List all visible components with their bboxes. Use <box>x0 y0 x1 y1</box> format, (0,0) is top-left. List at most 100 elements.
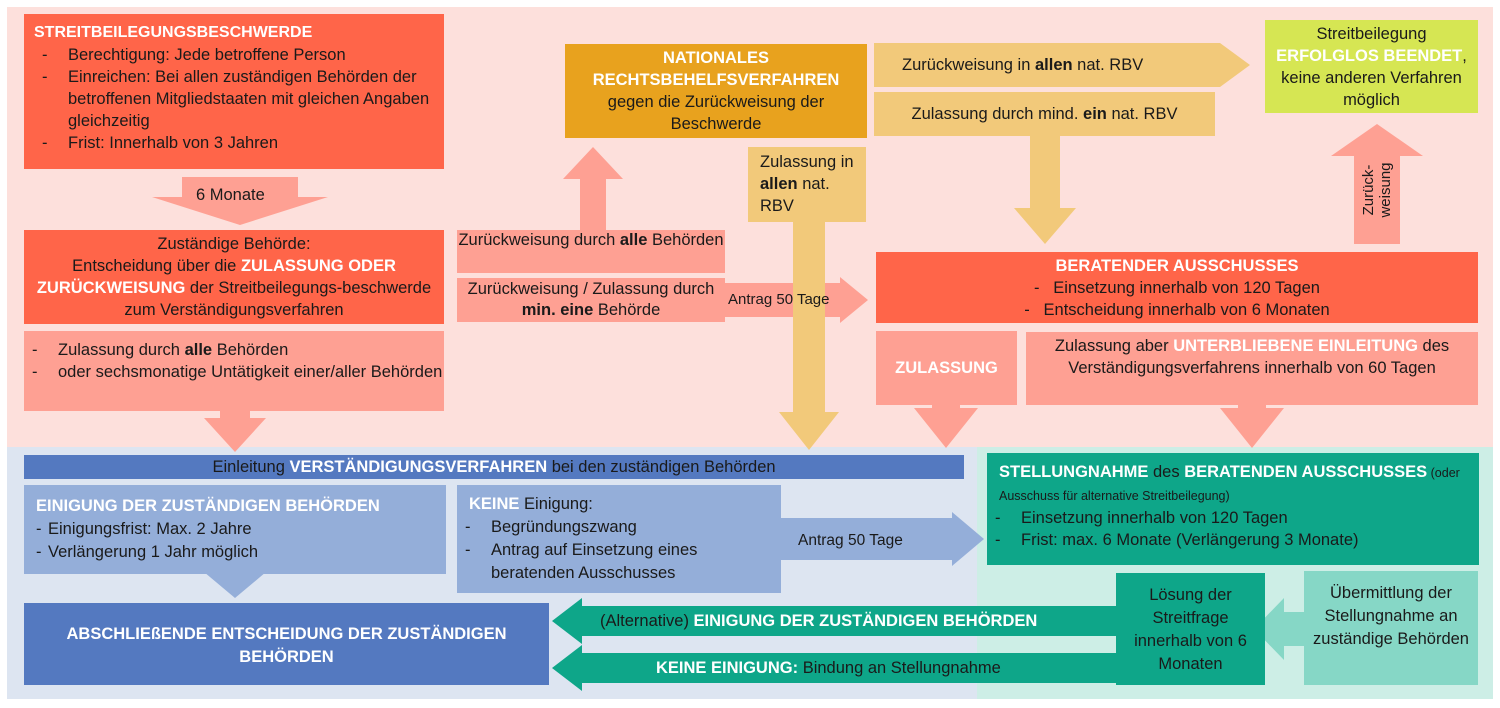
arrow-rejection-up <box>1331 124 1423 244</box>
arrow-antrag-50-days-top-label: Antrag 50 Tage <box>728 291 830 308</box>
admission-all-item: Zulassung durch alle Behörden <box>24 339 444 361</box>
arrow-rejection-up-label: Zurück-weisung <box>1360 162 1394 218</box>
authority-decision-highlight: ZULASSUNG ODER ZURÜCKWEISUNG <box>36 257 396 297</box>
arrow-agreement-down <box>204 572 266 598</box>
arrow-no-agreement-binding <box>552 645 1120 691</box>
transmission-box: Übermittlung der Stellungnahme an zustän… <box>1304 571 1478 685</box>
authority-decision-box: Zuständige Behörde: Entscheidung über di… <box>24 230 444 324</box>
arrow-up-to-national-remedy <box>563 147 623 233</box>
advisory-opinion-list: Einsetzung innerhalb von 120 Tagen Frist… <box>987 507 1467 551</box>
text: bei den zuständigen Behörden <box>547 458 776 476</box>
mutual-agreement-highlight: VERSTÄNDIGUNGSVERFAHREN <box>289 458 548 476</box>
text: Zurückweisung / Zulassung durch <box>467 280 715 298</box>
national-remedy-box: NATIONALES RECHTSBEHELFSVERFAHREN gegen … <box>565 44 867 138</box>
arrow-admission-down <box>914 402 978 448</box>
text: Einsetzung innerhalb von 120 Tagen <box>1053 279 1320 297</box>
text: Einigung: <box>519 495 593 513</box>
text: des Verständigungsverfahrens innerhalb v… <box>1068 337 1450 377</box>
advisory-opinion-title: STELLUNGNAHME des BERATENDEN AUSSCHUSSES… <box>999 461 1467 507</box>
complaint-list: Berechtigung: Jede betroffene Person Ein… <box>34 44 434 154</box>
complaint-item: Frist: Innerhalb von 3 Jahren <box>34 132 434 154</box>
advisory-committee-box: BERATENDER AUSSCHUSSES - Einsetzung inne… <box>876 252 1478 323</box>
text-bold: ein <box>1083 105 1107 123</box>
text: Bindung an Stellungnahme <box>798 659 1001 677</box>
arrow-alternative-agreement-label: (Alternative) EINIGUNG DER ZUSTÄNDIGEN B… <box>600 610 1037 632</box>
no-agreement-item: Antrag auf Einsetzung eines beratenden A… <box>457 539 769 585</box>
opinion-note: (oder Ausschuss für alternative Streitbe… <box>999 466 1460 503</box>
arrow-rejection-all-rbv <box>874 43 1250 87</box>
text: Behörden <box>647 231 724 249</box>
complaint-item: Berechtigung: Jede betroffene Person <box>34 44 434 66</box>
no-agreement-highlight: KEINE <box>469 495 520 513</box>
arrow-antrag-50-days-bottom <box>780 512 984 566</box>
text-bold: alle <box>184 341 213 359</box>
no-agreement-binding-highlight: KEINE EINIGUNG: <box>656 659 799 677</box>
unsuccessful-end-box: Streitbeilegung ERFOLGLOS BEENDET, keine… <box>1265 20 1478 113</box>
no-agreement-list: Begründungszwang Antrag auf Einsetzung e… <box>457 516 769 585</box>
no-initiation-highlight: UNTERBLIEBENE EINLEITUNG <box>1173 337 1418 355</box>
text: Zulassung aber <box>1054 337 1174 355</box>
text: Zulassung durch <box>58 341 185 359</box>
authority-decision-heading: Zuständige Behörde: <box>157 235 311 253</box>
text: nat. RBV <box>1106 105 1178 123</box>
arrow-6-months-label: 6 Monate <box>196 186 265 204</box>
agreement-title: EINIGUNG DER ZUSTÄNDIGEN BEHÖRDEN <box>36 497 380 515</box>
text: des <box>1148 463 1185 481</box>
arrow-alternative-agreement <box>552 598 1120 644</box>
admission-all-rbv-box: Zulassung in allen nat. RBV <box>748 147 866 222</box>
text: , keine anderen Verfahren möglich <box>1281 47 1467 109</box>
arrow-6-months <box>152 177 328 225</box>
agreement-item: Verlängerung 1 Jahr möglich <box>36 541 434 564</box>
agreement-item: Einigungsfrist: Max. 2 Jahre <box>36 518 434 541</box>
no-agreement-box: KEINE Einigung: Begründungszwang Antrag … <box>457 485 781 593</box>
admission-box: ZULASSUNG <box>876 331 1017 405</box>
text-bold: allen <box>760 175 798 193</box>
final-decision-box: ABSCHLIEßENDE ENTSCHEIDUNG DER ZUSTÄNDIG… <box>24 603 549 685</box>
advisory-committee-title: BERATENDER AUSSCHUSSES <box>1055 257 1299 275</box>
agreement-list: Einigungsfrist: Max. 2 Jahre Verlängerun… <box>36 518 434 564</box>
text: Behörden <box>212 341 289 359</box>
text: nat. RBV <box>1072 56 1144 74</box>
authority-decision-text: Entscheidung über die <box>72 257 241 275</box>
rejection-all-box: Zurückweisung durch alle Behörden <box>457 230 725 273</box>
text: Zulassung in <box>760 153 854 171</box>
text: Behörde <box>593 301 661 319</box>
text-bold: allen <box>1034 56 1073 74</box>
mutual-agreement-initiation-bar: Einleitung VERSTÄNDIGUNGSVERFAHREN bei d… <box>24 455 964 479</box>
alt-agreement-highlight: EINIGUNG DER ZUSTÄNDIGEN BEHÖRDEN <box>693 612 1038 630</box>
rejection-all-rbv-label: Zurückweisung in allen nat. RBV <box>902 54 1143 76</box>
text: Einleitung <box>212 458 290 476</box>
advisory-opinion-item: Einsetzung innerhalb von 120 Tagen <box>987 507 1467 529</box>
text: nat. RBV <box>760 175 830 215</box>
unsuccessful-highlight: ERFOLGLOS BEENDET <box>1276 47 1463 65</box>
text: Zulassung durch mind. <box>911 105 1084 123</box>
complaint-item: Einreichen: Bei allen zuständigen Behörd… <box>34 66 434 132</box>
agreement-box: EINIGUNG DER ZUSTÄNDIGEN BEHÖRDEN Einigu… <box>24 485 446 574</box>
opinion-highlight: STELLUNGNAHME <box>999 463 1149 481</box>
arrow-antrag-50-days-bottom-label: Antrag 50 Tage <box>798 532 903 549</box>
advisory-opinion-box: STELLUNGNAHME des BERATENDEN AUSSCHUSSES… <box>987 453 1479 565</box>
arrow-admission-one-rbv-down <box>1014 132 1076 244</box>
arrow-no-agreement-label: KEINE EINIGUNG: Bindung an Stellungnahme <box>656 657 1001 679</box>
advisory-committee-item: - Einsetzung innerhalb von 120 Tagen <box>1034 279 1320 297</box>
opinion-highlight: BERATENDEN AUSSCHUSSES <box>1184 463 1428 481</box>
national-remedy-subtitle: gegen die Zurückweisung der Beschwerde <box>607 93 825 133</box>
national-remedy-title: NATIONALES RECHTSBEHELFSVERFAHREN <box>592 49 840 89</box>
no-agreement-title: KEINE Einigung: <box>469 493 769 516</box>
text: Zurückweisung durch <box>458 231 620 249</box>
complaint-title: STREITBEILEGUNGSBESCHWERDE <box>34 24 313 41</box>
arrow-admission-all-rbv-down <box>779 218 839 450</box>
complaint-box: STREITBEILEGUNGSBESCHWERDE Berechtigung:… <box>24 14 444 169</box>
arrow-down-to-mutual-agreement <box>204 410 266 452</box>
text: Streitbeilegung <box>1316 25 1427 43</box>
text: (Alternative) <box>600 612 694 630</box>
text-bold: alle <box>619 231 648 249</box>
resolution-box: Lösung der Streitfrage innerhalb von 6 M… <box>1116 573 1265 685</box>
admission-all-item: oder sechsmonatige Untätigkeit einer/all… <box>24 361 444 383</box>
admission-one-rbv-box: Zulassung durch mind. ein nat. RBV <box>874 92 1215 136</box>
rejection-or-admission-one-box: Zurückweisung / Zulassung durch min. ein… <box>457 278 725 322</box>
text-bold: min. eine <box>521 301 594 319</box>
admission-no-initiation-box: Zulassung aber UNTERBLIEBENE EINLEITUNG … <box>1026 332 1478 405</box>
advisory-opinion-item: Frist: max. 6 Monate (Verlängerung 3 Mon… <box>987 529 1467 551</box>
admission-all-box: Zulassung durch alle Behörden oder sechs… <box>24 331 444 411</box>
